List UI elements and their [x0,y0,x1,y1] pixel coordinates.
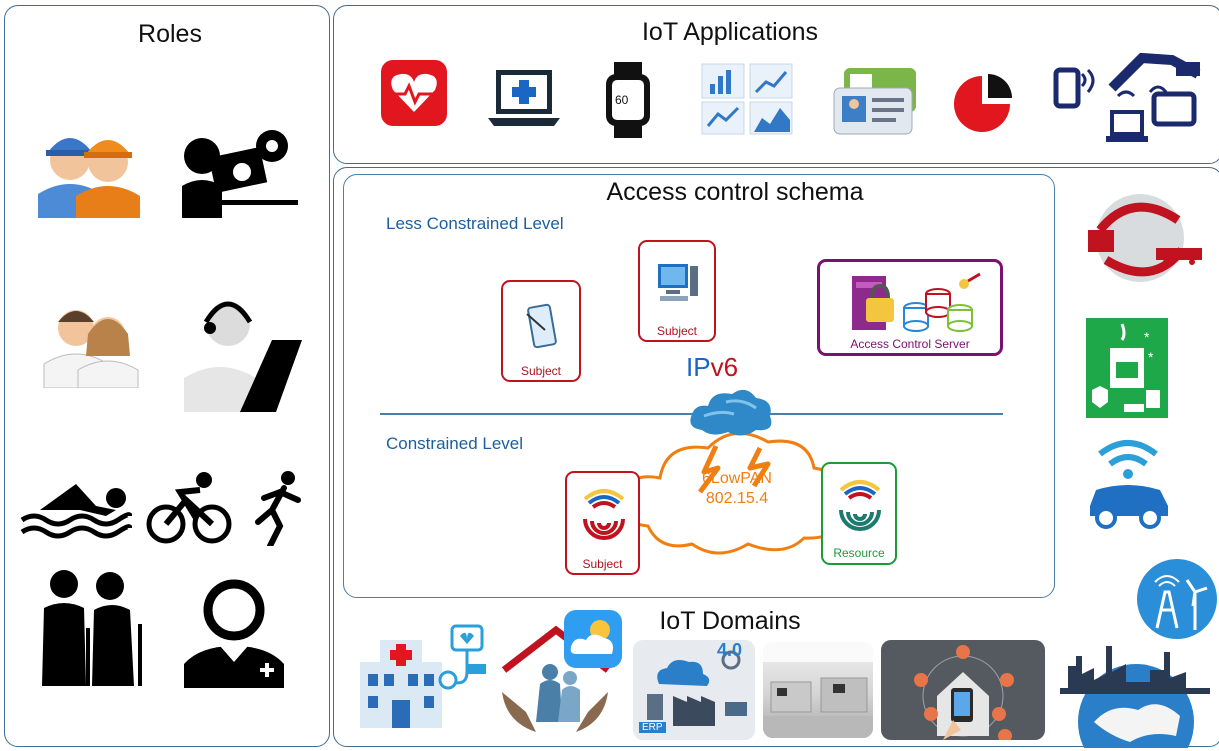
lowpan-label: 6LowPAN [702,470,772,487]
heart-health-app-icon [381,60,447,126]
svg-text:*: * [1148,349,1154,365]
applications-panel [333,5,1219,164]
desktop-computer-icon [658,264,698,301]
resource-label: Resource [833,546,885,560]
domains-title: IoT Domains [659,607,801,635]
smart-home-image [881,640,1045,740]
level-divider [380,413,1003,415]
elderly-couple-icon [42,570,142,686]
robot-arm-devices-icon [1053,52,1201,142]
sensor-device-icon [583,489,625,540]
wind-energy-icon [1137,559,1217,639]
smart-home-icon [914,645,1014,740]
access-control-server-label: Access Control Server [850,337,970,351]
roles-panel [4,5,330,747]
erp-label: ERP [639,722,666,733]
connected-car-icon [1090,440,1168,529]
roles-title: Roles [138,20,202,48]
constrained-level-label: Constrained Level [386,434,524,453]
pie-chart-icon [954,74,1012,132]
applications-title: IoT Applications [641,18,819,46]
industrial-globe-icon [1060,646,1210,748]
ipv6-prefix: IP [686,352,711,382]
internet-cloud-icon [690,389,772,436]
weather-app-icon [564,610,622,668]
hospital-icon [360,624,486,728]
less-constrained-level-label: Less Constrained Level [386,214,564,233]
domains-panel [333,167,1219,747]
operator-laptop-icon [184,301,302,412]
subject-label: Subject [656,324,698,338]
subject-desktop-node[interactable]: Subject [638,240,716,342]
subject-label: Subject [520,364,562,378]
constrained-network-cloud [619,431,845,555]
smartwatch-icon: 60 [606,62,650,138]
swimmer-icon [20,484,132,539]
runner-icon [255,471,301,546]
subject-tablet-node[interactable]: Subject [501,280,581,382]
office-desks-icon [763,642,873,738]
industry-4-label: 4.0 [717,640,743,660]
ieee-label: 802.15.4 [705,490,769,507]
doctors-icon [43,310,139,388]
profile-cards-icon [833,68,916,135]
logistics-globe-icon [1088,194,1202,282]
access-control-server-node[interactable]: Access Control Server [817,259,1003,356]
svg-text:*: * [1144,329,1150,345]
cyclist-icon [146,472,232,544]
laptop-medical-icon [488,70,560,126]
ipv6-label: IPv6 [686,352,738,383]
resource-node[interactable]: Resource [821,462,897,565]
industry-4-icon [647,650,747,726]
nurse-icon [184,579,284,688]
office-photo [763,642,873,738]
workers-icon [38,138,140,218]
svg-text:60: 60 [615,93,629,107]
industry-4-image: 4.0 ERP [633,640,755,740]
subject-label: Subject [582,557,623,571]
ipv6-suffix: v6 [710,352,739,382]
sensor-device-icon [839,480,881,531]
engineer-computer-icon [182,130,298,218]
tablet-icon [526,303,557,349]
schema-title: Access control schema [606,178,864,206]
server-databases-icon [852,272,981,332]
smart-agriculture-icon: * * [1086,318,1168,418]
analytics-charts-icon [701,63,793,135]
elderly-care-home-icon [501,625,611,732]
subject-constrained-node[interactable]: Subject [565,471,640,575]
